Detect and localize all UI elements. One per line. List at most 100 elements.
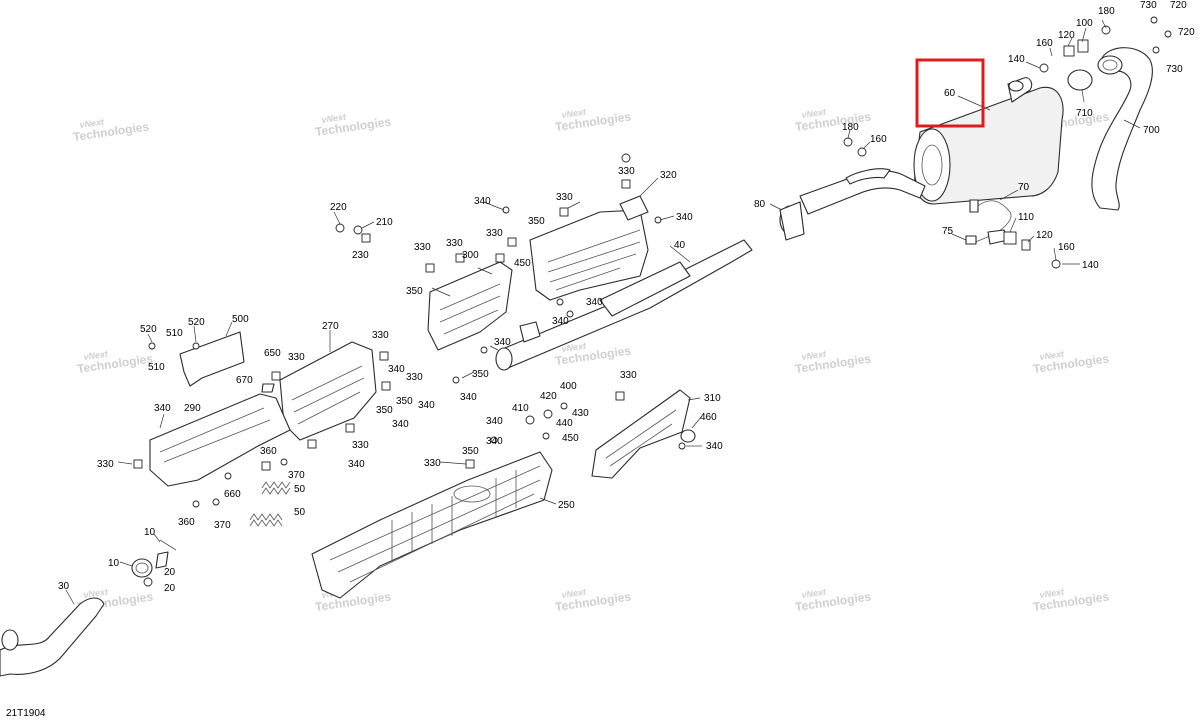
watermark: vNext Technologies — [554, 107, 632, 134]
heat-shield-290 — [149, 393, 291, 487]
callout-340: 340 — [552, 316, 569, 327]
callout-50: 50 — [294, 484, 306, 495]
svg-text:vNext: vNext — [801, 587, 828, 600]
callout-330: 330 — [288, 352, 305, 363]
callout-370: 370 — [288, 470, 305, 481]
callout-410: 410 — [512, 403, 529, 414]
callout-340: 340 — [494, 337, 511, 348]
fasteners — [133, 16, 1172, 508]
callout-460: 460 — [700, 412, 717, 423]
callout-300: 300 — [462, 250, 479, 261]
callout-350: 350 — [406, 286, 423, 297]
callout-660: 660 — [224, 489, 241, 500]
bracket-500 — [179, 331, 245, 387]
springs-50 — [249, 481, 291, 527]
callout-120: 120 — [1058, 30, 1075, 41]
diagram-code: 21T1904 — [6, 708, 46, 719]
svg-text:vNext: vNext — [801, 107, 828, 120]
callout-330: 330 — [372, 330, 389, 341]
callout-160: 160 — [870, 134, 887, 145]
gasket-and-clips — [131, 539, 177, 587]
callout-670: 670 — [236, 375, 253, 386]
front-pipe — [779, 168, 926, 241]
callout-330: 330 — [618, 166, 635, 177]
heat-shield-300 — [427, 261, 513, 351]
watermark: vNext Technologies — [76, 349, 154, 376]
heat-shield-310 — [591, 389, 691, 479]
callout-340: 340 — [586, 297, 603, 308]
callout-120: 120 — [1036, 230, 1053, 241]
svg-text:vNext: vNext — [83, 587, 110, 600]
callout-100: 100 — [1076, 18, 1093, 29]
callout-350: 350 — [396, 396, 413, 407]
callout-450: 450 — [514, 258, 531, 269]
callout-330: 330 — [446, 238, 463, 249]
callout-350: 350 — [528, 216, 545, 227]
callout-370: 370 — [214, 520, 231, 531]
callout-60: 60 — [944, 88, 956, 99]
watermark: vNext Technologies — [1032, 349, 1110, 376]
callout-360: 360 — [260, 446, 277, 457]
callout-210: 210 — [376, 217, 393, 228]
callout-330: 330 — [352, 440, 369, 451]
callout-10: 10 — [108, 558, 120, 569]
oxygen-sensor — [965, 199, 1012, 245]
svg-text:vNext: vNext — [83, 349, 110, 362]
callout-350: 350 — [472, 369, 489, 380]
callout-250: 250 — [558, 500, 575, 511]
callout-500: 500 — [232, 314, 249, 325]
watermark: vNext Technologies — [72, 117, 150, 144]
callout-40: 40 — [674, 240, 686, 251]
callout-340: 340 — [388, 364, 405, 375]
callout-520: 520 — [140, 324, 157, 335]
callout-340: 340 — [486, 416, 503, 427]
callout-720: 720 — [1170, 0, 1187, 11]
callout-340: 340 — [706, 441, 723, 452]
callout-labels: 180 730 720 720 730 100 160 120 140 60 7… — [58, 0, 1195, 594]
callout-360: 360 — [178, 517, 195, 528]
callout-140: 140 — [1082, 260, 1099, 271]
callout-330: 330 — [620, 370, 637, 381]
callout-340: 340 — [676, 212, 693, 223]
svg-text:vNext: vNext — [1039, 349, 1066, 362]
svg-text:vNext: vNext — [321, 112, 348, 125]
svg-text:vNext: vNext — [801, 349, 828, 362]
callout-80: 80 — [754, 199, 766, 210]
callout-70: 70 — [1018, 182, 1030, 193]
watermark: vNext Technologies — [554, 587, 632, 614]
callout-180: 180 — [842, 122, 859, 133]
callout-340: 340 — [392, 419, 409, 430]
callout-10: 10 — [144, 527, 156, 538]
svg-text:vNext: vNext — [561, 341, 588, 354]
skid-plate-250 — [311, 451, 553, 599]
callout-220: 220 — [330, 202, 347, 213]
heat-shield-320 — [529, 195, 649, 301]
watermark: vNext Technologies — [314, 112, 392, 139]
callout-350: 350 — [462, 446, 479, 457]
callout-440: 440 — [556, 418, 573, 429]
svg-text:vNext: vNext — [1039, 587, 1066, 600]
watermark: vNext Technologies — [794, 587, 872, 614]
callout-140: 140 — [1008, 54, 1025, 65]
svg-text:vNext: vNext — [79, 117, 106, 130]
callout-75: 75 — [942, 226, 954, 237]
tail-pipe-700 — [1091, 47, 1153, 211]
callout-20: 20 — [164, 567, 176, 578]
callout-350: 350 — [376, 405, 393, 416]
callout-330: 330 — [414, 242, 431, 253]
callout-30: 30 — [58, 581, 70, 592]
leader-lines — [65, 19, 1141, 605]
callout-320: 320 — [660, 170, 677, 181]
callout-730: 730 — [1140, 0, 1157, 11]
callout-730: 730 — [1166, 64, 1183, 75]
callout-510: 510 — [166, 328, 183, 339]
main-pipe-40 — [495, 239, 753, 371]
callout-180: 180 — [1098, 6, 1115, 17]
callout-50: 50 — [294, 507, 306, 518]
callout-520: 520 — [188, 317, 205, 328]
callout-270: 270 — [322, 321, 339, 332]
callout-710: 710 — [1076, 108, 1093, 119]
callout-340: 340 — [418, 400, 435, 411]
callout-650: 650 — [264, 348, 281, 359]
